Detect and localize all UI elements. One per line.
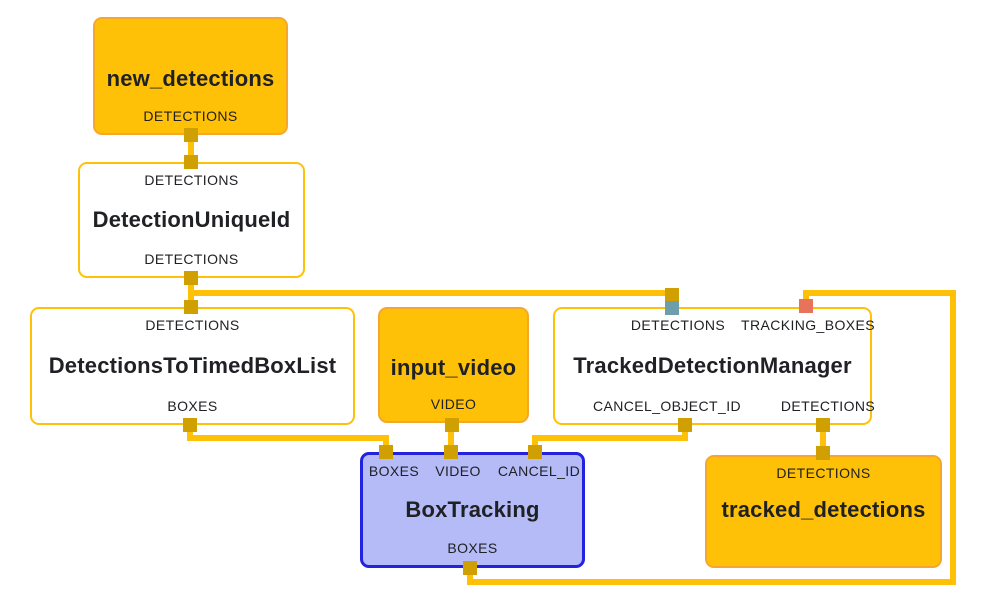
edge-tdm-to-tracked-detections (820, 423, 826, 454)
port-label-video-in: VIDEO (435, 463, 481, 479)
port-label-tracking-boxes-in: TRACKING_BOXES (741, 317, 875, 333)
edge-new-detections-to-uid (188, 135, 194, 162)
port-tdm-detections-out[interactable] (816, 418, 830, 432)
node-title: DetectionsToTimedBoxList (48, 353, 337, 378)
output-port-row: DETECTIONS (99, 108, 282, 125)
node-title: BoxTracking (405, 497, 540, 522)
node-detection-unique-id[interactable]: DETECTIONS DetectionUniqueId DETECTIONS (78, 162, 305, 278)
port-bt-cancel-id-in[interactable] (528, 445, 542, 459)
port-tdm-cancel-object-id-out[interactable] (678, 418, 692, 432)
input-port-row: DETECTIONS TRACKING_BOXES (559, 317, 875, 334)
node-title: new_detections (106, 65, 275, 91)
port-label-boxes-out: BOXES (167, 398, 218, 414)
input-port-row: DETECTIONS (711, 465, 936, 482)
port-label-detections-out: DETECTIONS (143, 108, 238, 124)
node-title: DetectionUniqueId (92, 207, 291, 232)
node-title: TrackedDetectionManager (573, 353, 852, 378)
output-port-row: DETECTIONS (84, 251, 299, 268)
port-tdm-tracking-boxes-in[interactable] (799, 299, 813, 313)
port-tdm-detections-in[interactable] (665, 301, 679, 315)
port-label-cancel-id-in: CANCEL_ID (497, 463, 581, 479)
output-port-row: VIDEO (384, 396, 523, 413)
node-title: tracked_detections (721, 497, 926, 522)
port-uid-detections-in[interactable] (184, 155, 198, 169)
node-detections-to-timed-box-list[interactable]: DETECTIONS DetectionsToTimedBoxList BOXE… (30, 307, 355, 425)
port-label-boxes-out: BOXES (447, 540, 498, 556)
edge-joint-square (665, 288, 679, 302)
port-bt-boxes-in[interactable] (379, 445, 393, 459)
port-bt-boxes-out[interactable] (463, 561, 477, 575)
edge-loop-top (803, 290, 956, 296)
port-label-detections-in: DETECTIONS (145, 317, 240, 333)
edge-cancel-horizontal (532, 435, 688, 441)
port-tracked-detections-in[interactable] (816, 446, 830, 460)
output-port-row: BOXES (36, 398, 349, 415)
port-new-detections-out[interactable] (184, 128, 198, 142)
edge-boxes-horizontal (187, 435, 389, 441)
edge-uid-to-tdm-horizontal (188, 290, 675, 296)
port-label-detections-in: DETECTIONS (144, 172, 239, 188)
edge-loop-right (950, 290, 956, 585)
input-port-row: DETECTIONS (84, 172, 299, 189)
port-label-detections-out: DETECTIONS (780, 398, 876, 414)
input-port-row: DETECTIONS (36, 317, 349, 334)
node-input-video[interactable]: input_video VIDEO (378, 307, 529, 423)
port-dtbl-detections-in[interactable] (184, 300, 198, 314)
port-label-detections-in: DETECTIONS (630, 317, 726, 333)
port-label-detections-in: DETECTIONS (776, 465, 871, 481)
node-new-detections[interactable]: new_detections DETECTIONS (93, 17, 288, 135)
port-input-video-out[interactable] (445, 418, 459, 432)
edge-boxes-drop (383, 435, 389, 452)
output-port-row: BOXES (367, 540, 578, 557)
node-title: input_video (390, 354, 517, 380)
node-tracked-detections[interactable]: DETECTIONS tracked_detections (705, 455, 942, 568)
node-box-tracking[interactable]: BOXES VIDEO CANCEL_ID BoxTracking BOXES (360, 452, 585, 568)
port-dtbl-boxes-out[interactable] (183, 418, 197, 432)
port-label-cancel-object-id-out: CANCEL_OBJECT_ID (593, 398, 741, 414)
port-bt-video-in[interactable] (444, 445, 458, 459)
edge-loop-out-stub (467, 565, 473, 585)
port-label-boxes-in: BOXES (368, 463, 420, 479)
port-label-video-out: VIDEO (430, 396, 477, 412)
edge-video-vertical (448, 423, 454, 452)
port-uid-detections-out[interactable] (184, 271, 198, 285)
input-port-row: BOXES VIDEO CANCEL_ID (367, 463, 581, 480)
output-port-row: CANCEL_OBJECT_ID DETECTIONS (559, 398, 875, 415)
port-label-detections-out: DETECTIONS (144, 251, 239, 267)
edge-boxes-out-stub (187, 423, 193, 441)
edge-cancel-drop (532, 435, 538, 452)
node-tracked-detection-manager[interactable]: DETECTIONS TRACKING_BOXES TrackedDetecti… (553, 307, 875, 425)
edge-loop-bottom (467, 579, 956, 585)
